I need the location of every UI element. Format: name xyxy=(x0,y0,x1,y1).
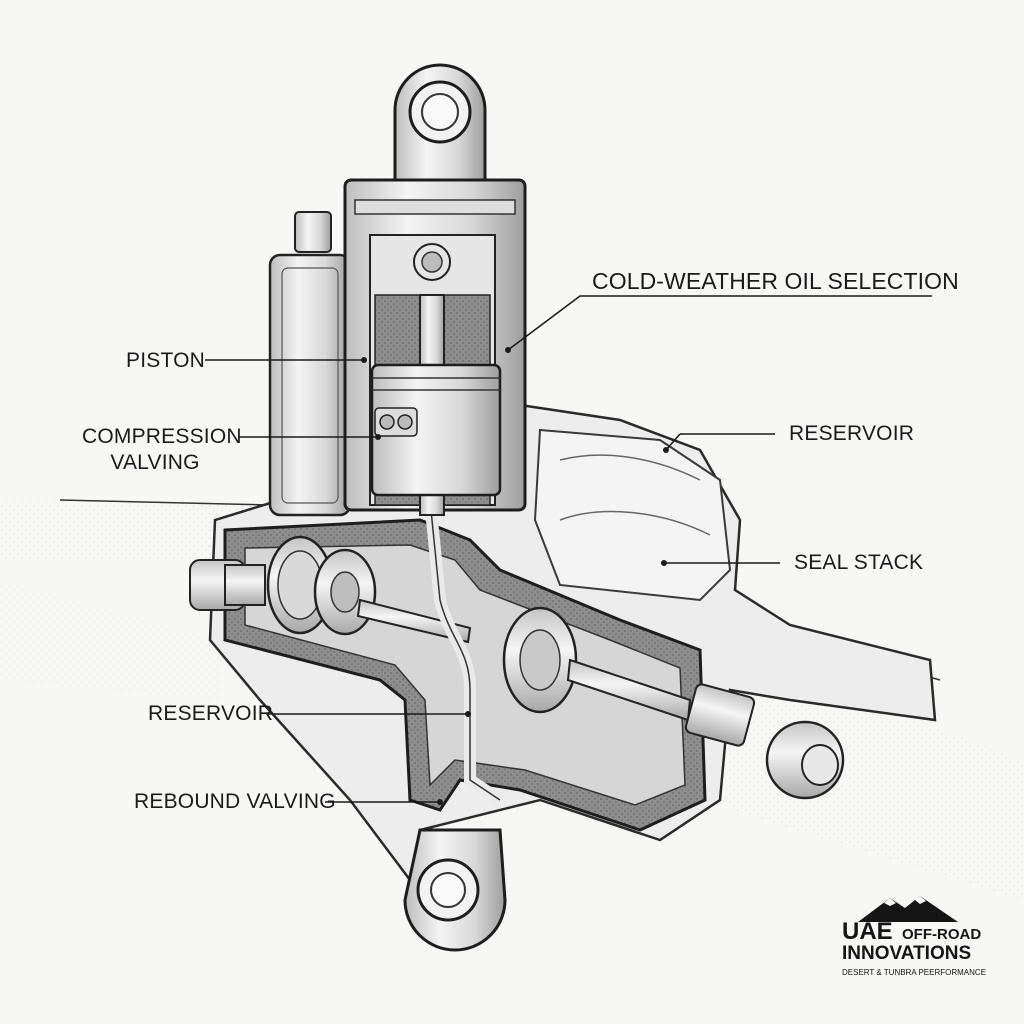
leader-lines xyxy=(205,295,932,803)
label-reservoir-right: RESERVOIR xyxy=(789,422,915,445)
label-compression-line2: VALVING xyxy=(110,451,200,474)
logo-brand-uae: UAE xyxy=(842,918,893,945)
mountain-icon xyxy=(858,896,958,922)
label-piston: PISTON xyxy=(126,349,205,372)
top-eyelet-mount xyxy=(393,63,487,281)
label-seal-stack: SEAL STACK xyxy=(794,551,924,574)
label-reservoir-left: RESERVOIR xyxy=(148,702,274,725)
label-rebound-valving: REBOUND VALVING xyxy=(134,790,336,813)
logo-tagline: DESERT & TUNBRA PEERFORMANCE xyxy=(842,968,987,977)
label-cold-weather-oil-selection: COLD-WEATHER OIL SELECTION xyxy=(592,268,959,294)
piston-assembly xyxy=(370,294,502,516)
logo-brand-innovations: INNOVATIONS xyxy=(842,943,972,964)
right-valve-assembly xyxy=(502,606,845,800)
terrain-surface xyxy=(0,499,1024,900)
label-compression-line1: COMPRESSION xyxy=(82,425,242,448)
bottom-eyelet-mount xyxy=(403,828,507,952)
brand-logo: UAE OFF-ROAD INNOVATIONS DESERT & TUNBRA… xyxy=(842,920,992,984)
label-compression-valving: COMPRESSION VALVING xyxy=(82,424,242,476)
left-valve-assembly xyxy=(189,535,472,644)
logo-brand-offroad: OFF-ROAD xyxy=(902,926,982,943)
leader-dots xyxy=(361,347,669,805)
reservoir-canister xyxy=(268,211,352,517)
